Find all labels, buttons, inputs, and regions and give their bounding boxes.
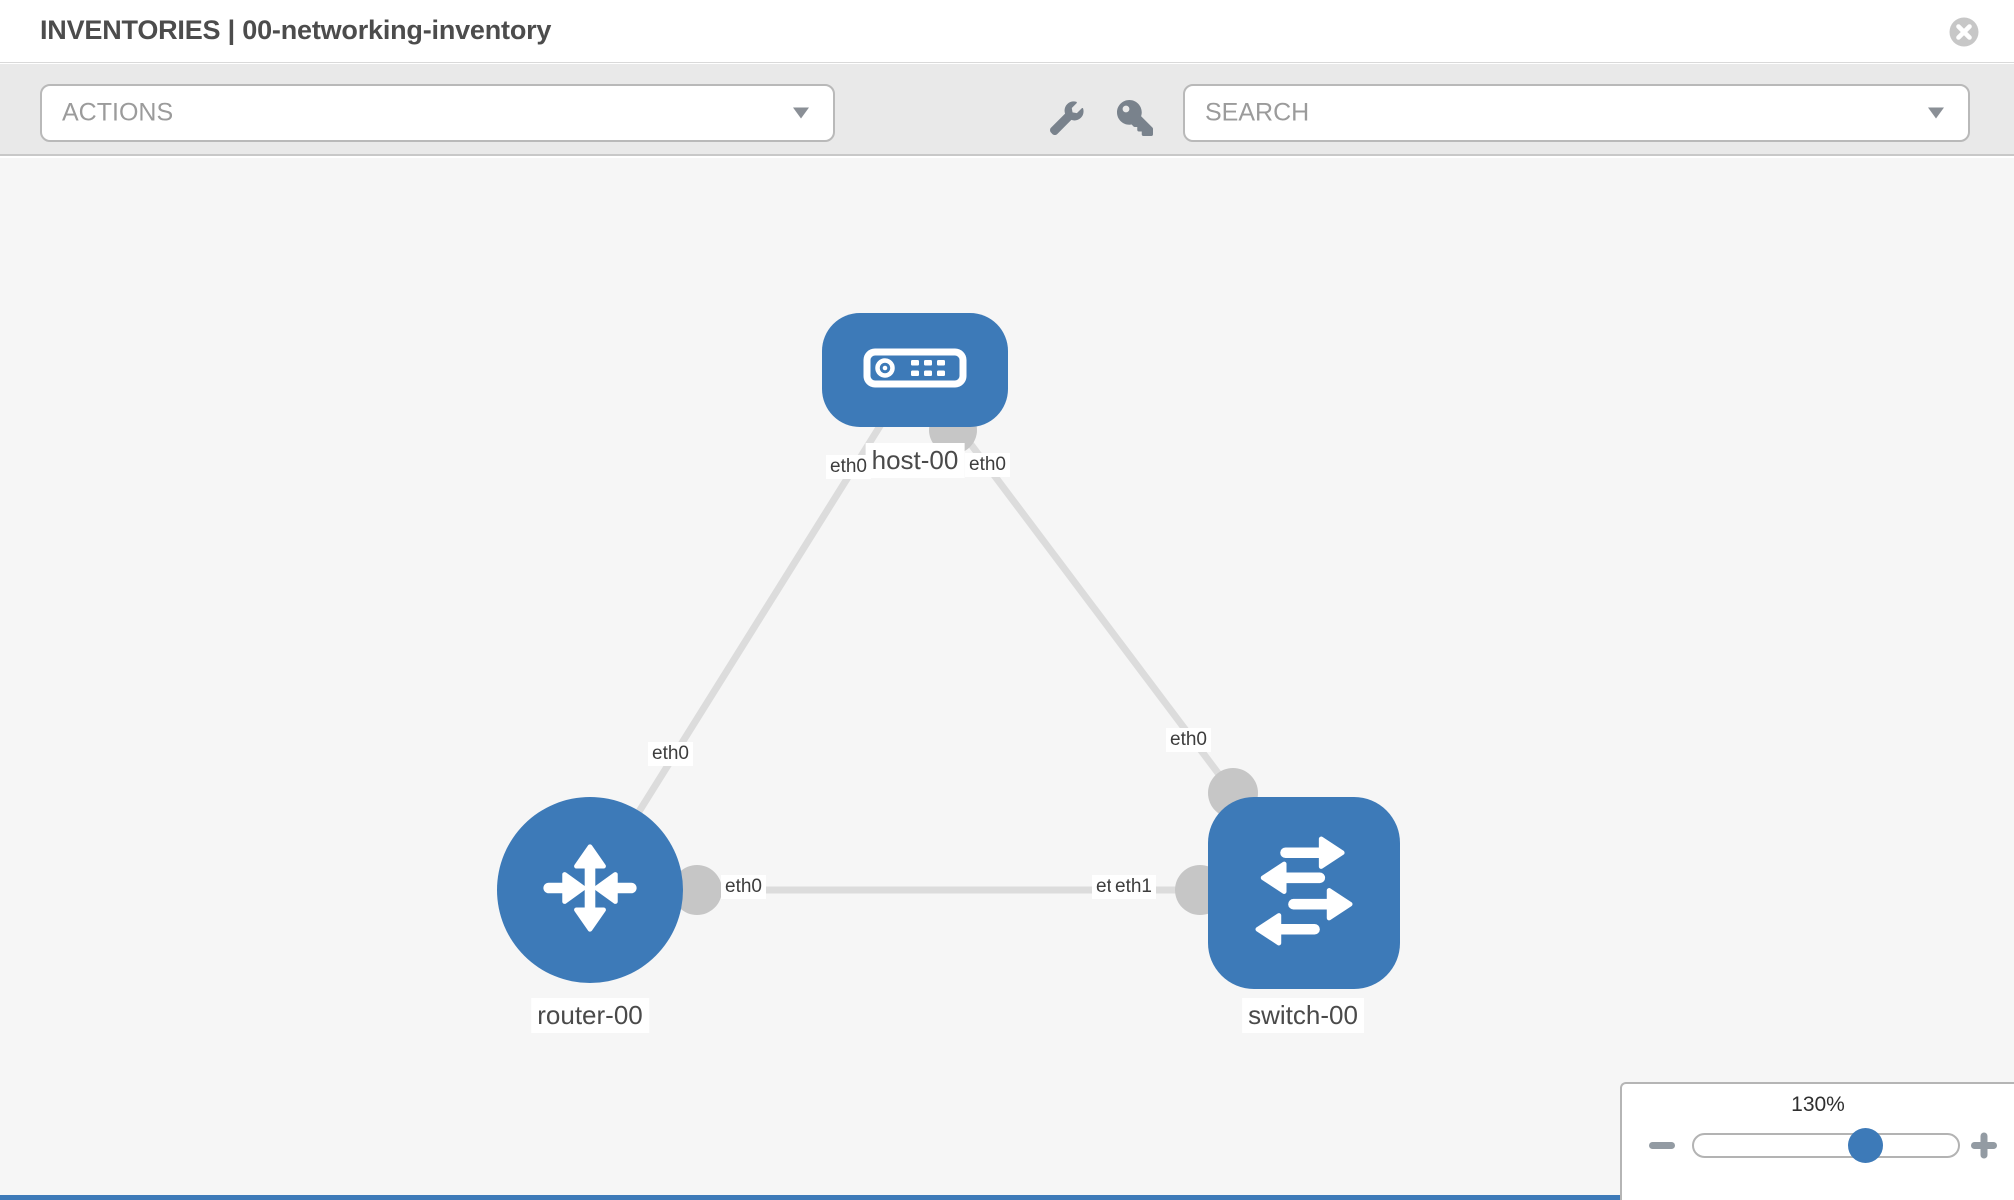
interface-label-router-eth0-top: eth0 [648, 742, 693, 766]
close-icon [1948, 17, 1980, 51]
node-label-router-00: router-00 [531, 998, 649, 1033]
node-label-host-00: host-00 [865, 443, 965, 478]
interface-label-host-eth0-left: eth0 [826, 455, 871, 479]
node-host-00[interactable] [822, 313, 1008, 427]
search-dropdown[interactable]: SEARCH [1183, 84, 1970, 142]
router-device-icon [531, 829, 649, 952]
minus-icon [1644, 1142, 1680, 1166]
node-switch-00[interactable] [1208, 797, 1400, 989]
node-router-00[interactable] [497, 797, 683, 983]
zoom-in-button[interactable] [1966, 1127, 2002, 1166]
plus-icon [1966, 1132, 2002, 1166]
close-button[interactable] [1948, 16, 1980, 48]
actions-dropdown-label: ACTIONS [62, 98, 174, 127]
interface-label-switch-eth1: eth1 [1111, 875, 1156, 899]
zoom-slider-thumb[interactable] [1848, 1128, 1883, 1163]
topology-links-layer [587, 367, 1258, 915]
node-label-switch-00: switch-00 [1242, 998, 1364, 1033]
interface-label-host-eth0-right: eth0 [965, 453, 1010, 477]
chevron-down-icon [793, 107, 809, 119]
topology-canvas[interactable]: host-00 router-00 switch-00 eth0 eth0 et… [0, 158, 2014, 1200]
switch-device-icon [1238, 825, 1370, 962]
actions-dropdown[interactable]: ACTIONS [40, 84, 835, 142]
search-dropdown-label: SEARCH [1205, 98, 1310, 127]
page-title: INVENTORIES | 00-networking-inventory [40, 15, 552, 45]
interface-label-router-eth0-right: eth0 [721, 875, 766, 899]
key-icon [1117, 99, 1153, 139]
zoom-slider-track[interactable] [1692, 1133, 1960, 1158]
toolbar: ACTIONS SEARCH [0, 64, 2014, 156]
chevron-down-icon [1928, 107, 1944, 119]
configure-button[interactable] [1044, 96, 1090, 142]
interface-port-router-right [672, 865, 722, 915]
bottom-accent-bar [0, 1195, 1620, 1200]
zoom-level-label: 130% [1791, 1093, 1845, 1116]
zoom-out-button[interactable] [1644, 1127, 1680, 1166]
wrench-icon [1050, 100, 1084, 138]
page-header: INVENTORIES | 00-networking-inventory [0, 0, 2014, 63]
interface-label-switch-eth0-top: eth0 [1166, 728, 1211, 752]
zoom-control-panel: 130% [1620, 1082, 2014, 1200]
key-credentials-button[interactable] [1112, 96, 1158, 142]
host-device-icon [863, 348, 967, 393]
